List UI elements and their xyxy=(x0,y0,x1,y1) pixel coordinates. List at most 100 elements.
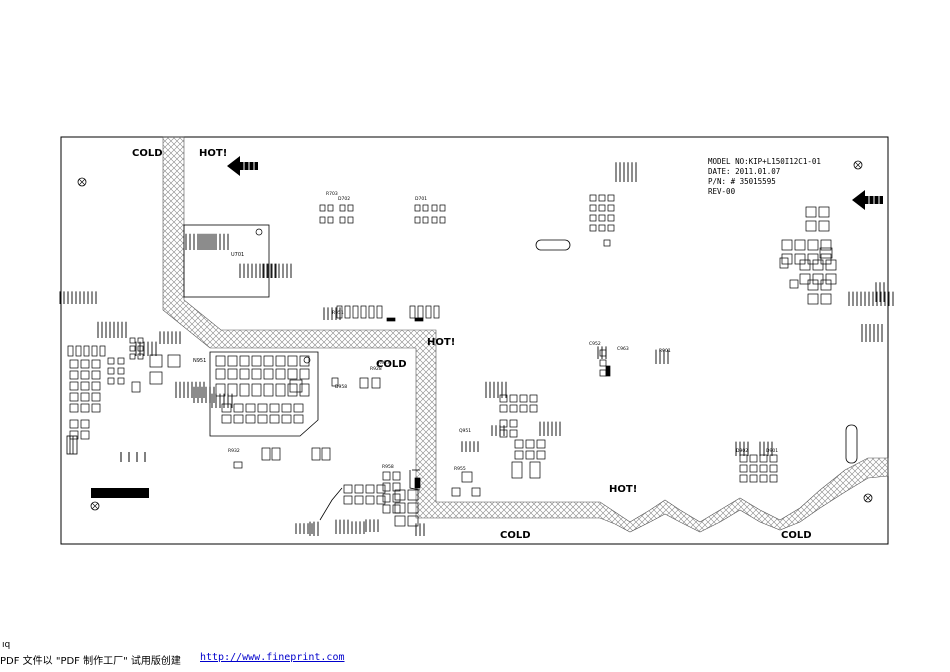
pad xyxy=(769,464,778,473)
pad xyxy=(343,495,353,505)
zone-label-hot: HOT! xyxy=(427,337,455,348)
pad xyxy=(281,414,292,424)
revision: REV-00 xyxy=(708,187,736,196)
pad xyxy=(781,253,793,265)
pad xyxy=(382,504,391,514)
pad xyxy=(376,305,383,319)
pad xyxy=(80,419,90,429)
pad xyxy=(607,194,615,202)
pad xyxy=(91,370,101,380)
pad xyxy=(820,239,832,251)
ref-label: R703 xyxy=(326,191,338,197)
pad xyxy=(431,216,438,224)
pad xyxy=(414,204,421,212)
pad xyxy=(233,461,243,469)
pad xyxy=(91,392,101,402)
slot-hole xyxy=(845,424,858,464)
pad xyxy=(227,383,238,397)
pad xyxy=(69,430,79,440)
pad xyxy=(107,357,115,365)
ref-label: R927 xyxy=(378,360,390,366)
pad xyxy=(221,403,232,413)
pad xyxy=(407,502,419,514)
board-outline xyxy=(60,136,889,545)
pad xyxy=(107,367,115,375)
pad xyxy=(339,204,346,212)
mounting-hole-icon xyxy=(90,501,100,511)
pad xyxy=(414,216,421,224)
pad xyxy=(368,305,375,319)
pad xyxy=(499,394,508,403)
pad xyxy=(137,353,144,360)
mounting-hole-icon xyxy=(863,493,873,503)
pad xyxy=(287,368,298,380)
pad xyxy=(598,194,606,202)
ref-u701: U701 xyxy=(231,252,244,258)
pad xyxy=(80,403,90,413)
watermark-text: PDF 文件以 "PDF 制作工厂" 试用版创建 xyxy=(0,656,181,667)
pad xyxy=(69,403,79,413)
ref-label: R955 xyxy=(454,466,466,472)
pad xyxy=(433,305,440,319)
pad xyxy=(80,392,90,402)
pad xyxy=(251,368,262,380)
pad xyxy=(91,403,101,413)
pad xyxy=(805,220,817,232)
pad xyxy=(137,345,144,352)
zone-label-hot: HOT! xyxy=(609,484,637,495)
pad xyxy=(589,194,597,202)
pad xyxy=(789,279,799,289)
pad xyxy=(245,414,256,424)
pad xyxy=(605,365,611,377)
pad xyxy=(99,345,106,357)
ref-label: R932 xyxy=(228,448,240,454)
ref-label: D958 xyxy=(335,384,347,390)
zone-label-cold: COLD xyxy=(132,148,163,159)
pad xyxy=(805,206,817,218)
watermark-link[interactable]: http://www.fineprint.com xyxy=(200,652,345,663)
pad xyxy=(739,474,748,483)
pad xyxy=(365,495,375,505)
slot-hole xyxy=(535,239,571,251)
pad xyxy=(739,464,748,473)
pad xyxy=(371,377,381,389)
pad xyxy=(149,371,163,385)
zone-label-cold: COLD xyxy=(500,530,531,541)
pad xyxy=(376,495,386,505)
pad xyxy=(807,239,819,251)
pad xyxy=(807,279,819,291)
pad xyxy=(80,430,90,440)
pad xyxy=(759,454,768,463)
ref-label: R958 xyxy=(382,464,394,470)
pad xyxy=(263,368,274,380)
pad xyxy=(603,239,611,247)
ref-n951: N951 xyxy=(193,358,206,364)
pad xyxy=(769,474,778,483)
pad xyxy=(509,394,518,403)
pad xyxy=(343,484,353,494)
mounting-hole-icon xyxy=(77,177,87,187)
model-number: MODEL NO:KIP+L150I12C1-01 xyxy=(708,157,821,166)
pad xyxy=(392,493,401,503)
pad xyxy=(509,419,518,428)
arrow-left-icon xyxy=(852,190,883,210)
pin1-marker-icon xyxy=(303,356,311,364)
pad xyxy=(422,204,429,212)
pad xyxy=(376,484,386,494)
pad xyxy=(327,204,334,212)
pad xyxy=(820,279,832,291)
pad xyxy=(261,447,271,461)
pad xyxy=(749,454,758,463)
pad xyxy=(794,239,806,251)
pad xyxy=(299,355,310,367)
ref-label: R951 xyxy=(332,310,344,316)
pad xyxy=(69,370,79,380)
pad xyxy=(519,394,528,403)
pad xyxy=(820,293,832,305)
pad xyxy=(287,355,298,367)
pad xyxy=(529,394,538,403)
pad xyxy=(471,487,481,497)
pad xyxy=(117,367,125,375)
isolation-band xyxy=(162,136,889,533)
